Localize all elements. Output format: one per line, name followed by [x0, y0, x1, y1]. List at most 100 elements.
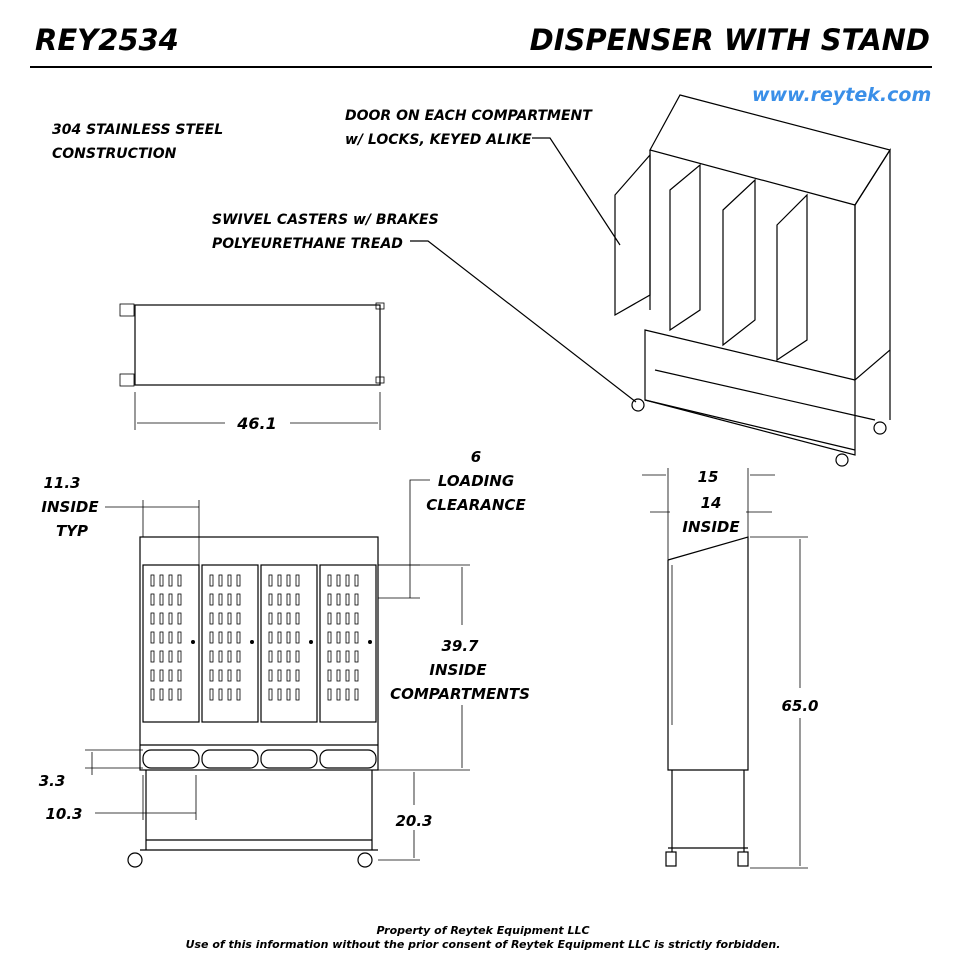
caster-note: SWIVEL CASTERS w/ BRAKES POLYEURETHANE T…: [212, 212, 637, 403]
vent-slot: [227, 688, 232, 701]
vent-slot: [159, 688, 164, 701]
vent-slot: [327, 631, 332, 644]
svg-text:SWIVEL CASTERS w/ BRAKES: SWIVEL CASTERS w/ BRAKES: [212, 212, 439, 228]
vent-slot: [227, 593, 232, 606]
vent-slot: [236, 631, 241, 644]
vent-slot: [236, 650, 241, 663]
vent-slot: [168, 574, 173, 587]
top-view: 46.1: [119, 302, 385, 433]
vent-slot: [218, 688, 223, 701]
vent-slot: [354, 593, 359, 606]
svg-text:w/ LOCKS, KEYED ALIKE: w/ LOCKS, KEYED ALIKE: [345, 132, 532, 148]
vent-slot: [236, 612, 241, 625]
svg-text:INSIDE: INSIDE: [682, 518, 740, 536]
vent-slot: [159, 669, 164, 682]
vent-slot: [345, 574, 350, 587]
vent-slot: [295, 688, 300, 701]
vent-slot: [236, 669, 241, 682]
vent-slot: [168, 593, 173, 606]
footer-disclaimer: Use of this information without the prio…: [186, 938, 781, 951]
svg-text:TYP: TYP: [56, 522, 88, 540]
vent-slot: [177, 650, 182, 663]
compartment-door: [201, 564, 259, 723]
vent-slot: [150, 612, 155, 625]
vent-slot: [268, 650, 273, 663]
door-lock-icon: [309, 640, 313, 644]
vent-slot: [209, 650, 214, 663]
door-lock-icon: [250, 640, 254, 644]
vent-slot: [268, 612, 273, 625]
vent-slot: [345, 631, 350, 644]
vent-slot: [209, 574, 214, 587]
vent-slot: [218, 612, 223, 625]
vent-slot: [286, 650, 291, 663]
vent-slot: [150, 593, 155, 606]
vent-slot: [277, 669, 282, 682]
vent-slot: [159, 612, 164, 625]
website-link[interactable]: www.reytek.com: [752, 84, 931, 106]
vent-slot: [227, 574, 232, 587]
vent-slot: [236, 593, 241, 606]
vent-slot: [286, 669, 291, 682]
vent-slot: [354, 612, 359, 625]
vent-slot: [336, 612, 341, 625]
vent-slot: [227, 631, 232, 644]
dim-overall-height: 65.0: [781, 697, 818, 715]
vent-slot: [286, 612, 291, 625]
vent-slot: [277, 650, 282, 663]
vent-slot: [218, 593, 223, 606]
vent-slot: [150, 669, 155, 682]
vent-slot: [354, 669, 359, 682]
vent-slot: [354, 631, 359, 644]
dim-inside-width: 11.3: [43, 474, 80, 492]
vent-slot: [150, 574, 155, 587]
footer-property: Property of Reytek Equipment LLC: [376, 924, 589, 937]
door-note: DOOR ON EACH COMPARTMENT w/ LOCKS, KEYED…: [345, 108, 621, 246]
svg-text:304 STAINLESS STEEL: 304 STAINLESS STEEL: [52, 122, 223, 138]
vent-slot: [286, 574, 291, 587]
svg-text:INSIDE: INSIDE: [429, 661, 487, 679]
vent-slot: [327, 688, 332, 701]
vent-slot: [345, 669, 350, 682]
vent-slot: [159, 650, 164, 663]
vent-slot: [159, 631, 164, 644]
vent-slot: [268, 574, 273, 587]
dim-inside-depth: 14: [701, 494, 722, 512]
vent-slot: [177, 631, 182, 644]
vent-slot: [218, 574, 223, 587]
vent-slot: [159, 593, 164, 606]
dim-loading: 6: [471, 448, 481, 466]
dim-stand-height: 20.3: [395, 812, 432, 830]
vent-slot: [227, 612, 232, 625]
svg-text:CLEARANCE: CLEARANCE: [426, 496, 526, 514]
dim-compartments: 39.7: [441, 637, 479, 655]
door-lock-icon: [191, 640, 195, 644]
vent-slot: [345, 688, 350, 701]
front-view: 11.3 INSIDE TYP 6 LOADING CLEARANCE 39.7…: [39, 448, 530, 868]
vent-slot: [277, 688, 282, 701]
svg-text:INSIDE: INSIDE: [41, 498, 99, 516]
vent-slot: [159, 574, 164, 587]
vent-slot: [277, 631, 282, 644]
vent-slot: [209, 593, 214, 606]
vent-slot: [177, 612, 182, 625]
vent-slot: [268, 631, 273, 644]
door-lock-icon: [368, 640, 372, 644]
vent-slot: [327, 650, 332, 663]
svg-text:LOADING: LOADING: [438, 472, 514, 490]
vent-slot: [327, 612, 332, 625]
vent-slot: [168, 669, 173, 682]
vent-slot: [268, 688, 273, 701]
vent-slot: [209, 631, 214, 644]
vent-slot: [295, 669, 300, 682]
vent-slot: [277, 593, 282, 606]
vent-slot: [345, 650, 350, 663]
vent-slot: [236, 574, 241, 587]
isometric-view: [614, 94, 891, 467]
vent-slot: [336, 669, 341, 682]
svg-text:POLYEURETHANE TREAD: POLYEURETHANE TREAD: [212, 236, 403, 252]
vent-slot: [336, 631, 341, 644]
vent-slot: [295, 650, 300, 663]
vent-slot: [327, 574, 332, 587]
